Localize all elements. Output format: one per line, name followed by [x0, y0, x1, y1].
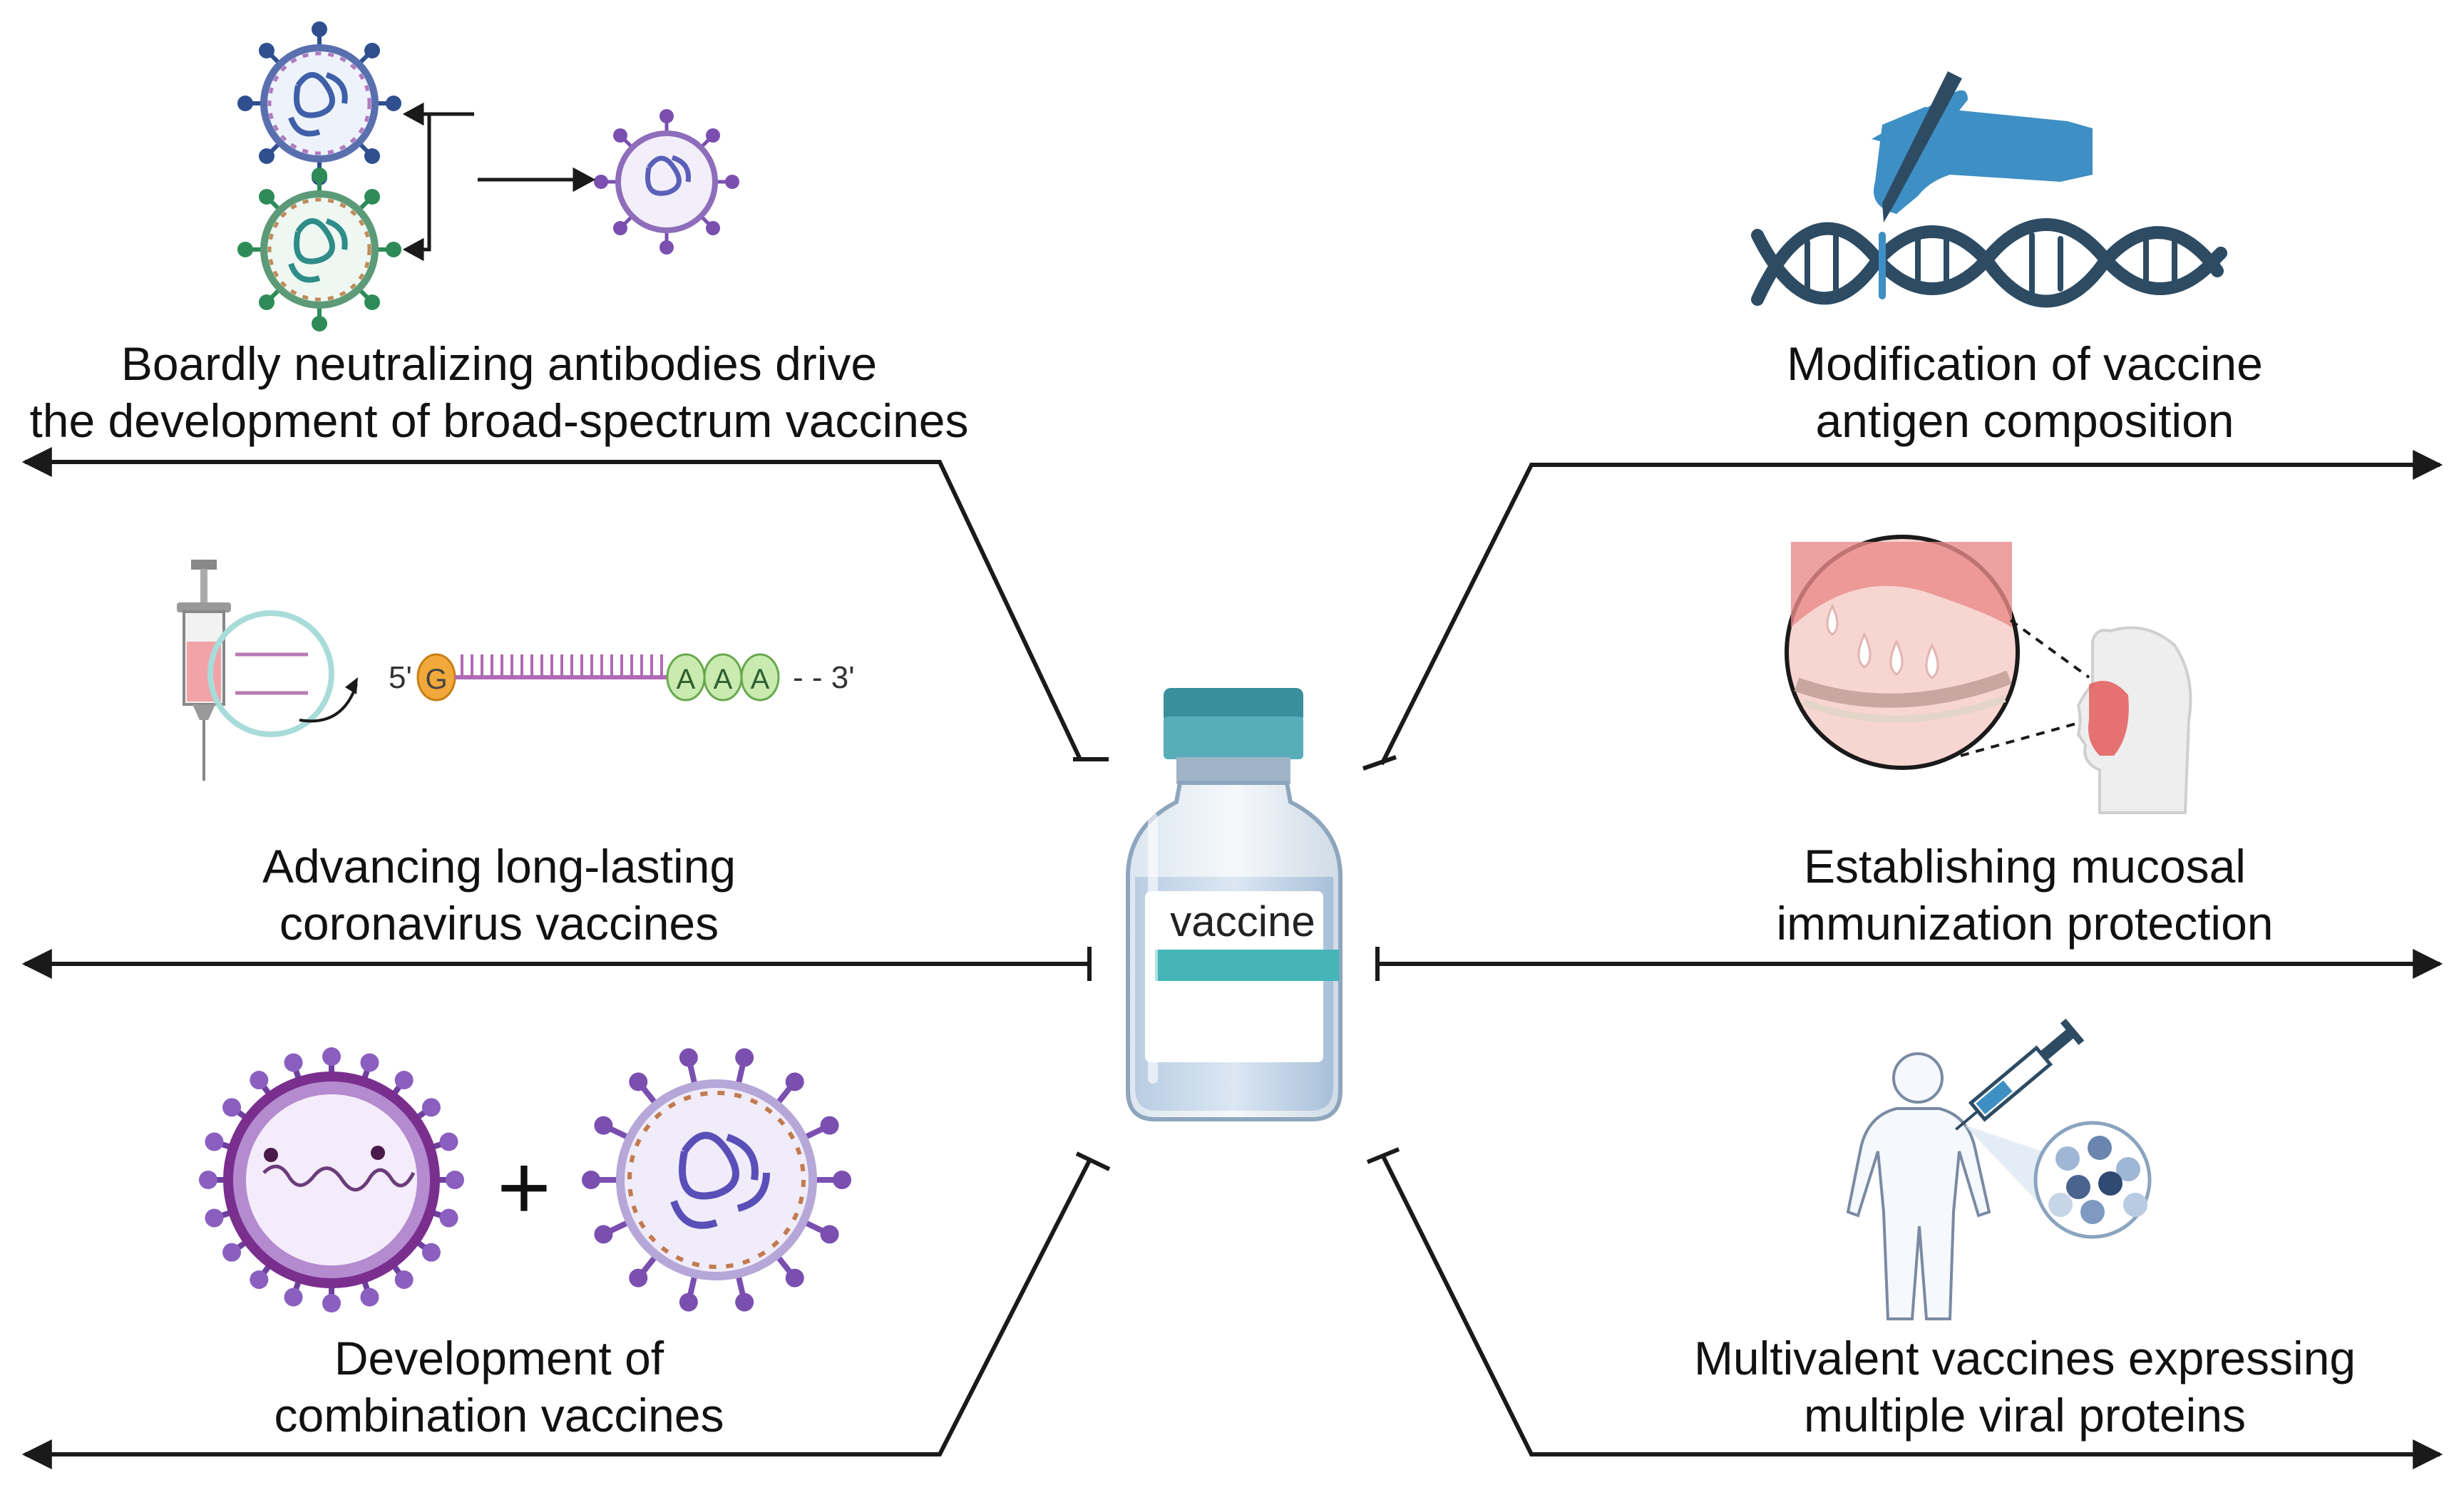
- antigen-dots-icon: [2033, 1121, 2152, 1239]
- caption-bottom-left-line2: combination vaccines: [274, 1389, 724, 1442]
- human-head-icon: [2076, 626, 2192, 814]
- polya-label: A: [714, 664, 733, 695]
- syringe-icon: [177, 560, 358, 781]
- caption-top-left-line1: Boardly neutralizing antibodies drive: [120, 337, 878, 390]
- caption-bottom-left-line1: Development of: [334, 1332, 664, 1384]
- caption-bottom-right-line1: Multivalent vaccines expressing: [1693, 1332, 2356, 1384]
- connector-top-left: [21, 447, 1109, 761]
- caption-top-right-line2: antigen composition: [1815, 394, 2234, 447]
- caption-mid-right: Establishing mucosal immunization protec…: [1668, 838, 2381, 952]
- polya-label: A: [751, 664, 770, 695]
- connector-mid-left: [21, 947, 1092, 981]
- vaccine-vial-icon: [1126, 688, 1343, 1121]
- caption-top-left-line2: the development of broad-spectrum vaccin…: [29, 394, 969, 447]
- dna-helix-icon: [1751, 218, 2227, 308]
- mrna-three-prime: - - 3': [793, 660, 855, 695]
- relation-arrows: [402, 102, 596, 262]
- caption-mid-left: Advancing long-lasting coronavirus vacci…: [143, 838, 856, 952]
- coronavirus-icon: [237, 21, 739, 332]
- polya-label: A: [677, 664, 696, 695]
- mrna-cap-label: G: [425, 664, 447, 695]
- connector-bottom-left: [21, 1151, 1111, 1469]
- caption-top-right-line1: Modification of vaccine: [1787, 337, 2263, 390]
- caption-top-left: Boardly neutralizing antibodies drive th…: [29, 335, 970, 449]
- connector-bottom-right: [1366, 1147, 2443, 1469]
- caption-top-right: Modification of vaccine antigen composit…: [1668, 335, 2381, 449]
- polya-bead: [740, 653, 780, 702]
- vial-label: vaccine: [1170, 898, 1315, 945]
- connector-top-right: [1362, 450, 2443, 771]
- caption-bottom-left: Development of combination vaccines: [143, 1330, 856, 1444]
- caption-bottom-right-line2: multiple viral proteins: [1804, 1389, 2246, 1442]
- plus-sign: +: [497, 1135, 551, 1239]
- caption-mid-right-line2: immunization protection: [1776, 897, 2274, 950]
- caption-mid-left-line2: coronavirus vaccines: [279, 897, 719, 950]
- nasal-mucosa-icon: [1785, 535, 2090, 770]
- caption-mid-right-line1: Establishing mucosal: [1804, 840, 2246, 893]
- caption-bottom-right: Multivalent vaccines expressing multiple…: [1633, 1330, 2417, 1444]
- human-body-icon: [1846, 1052, 1991, 1320]
- coronavirus-icon: +: [199, 1047, 851, 1312]
- connector-mid-right: [1375, 947, 2443, 981]
- caption-mid-left-line1: Advancing long-lasting: [262, 840, 736, 893]
- mrna-five-prime: 5': [389, 660, 412, 695]
- hand-pen-icon: [1872, 71, 2093, 222]
